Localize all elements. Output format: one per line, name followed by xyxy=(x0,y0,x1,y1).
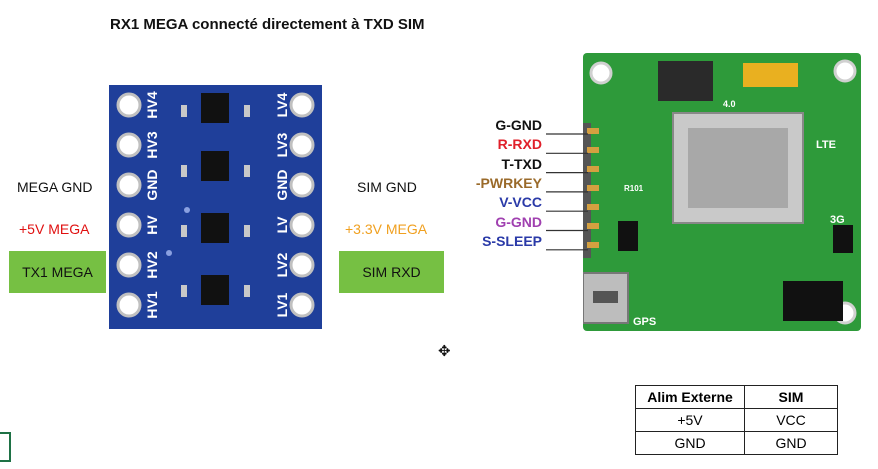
level-shifter-right-pin-5: LV1 xyxy=(274,292,290,317)
sim-pin-label: -PWRKEY xyxy=(475,174,542,191)
regulator-chip xyxy=(658,61,713,101)
gps-module xyxy=(783,281,843,321)
hole-l6 xyxy=(116,292,142,318)
r101-mark: R101 xyxy=(624,184,644,193)
hole-r2 xyxy=(289,132,315,158)
sim-board: LTE GPS 3G R101 4.0 xyxy=(583,53,861,331)
table-cell: VCC xyxy=(744,408,838,432)
gps-mark: GPS xyxy=(633,316,656,328)
sim-hole-tl xyxy=(589,61,613,85)
table-cell: GND xyxy=(744,431,838,455)
sim-hole-tr xyxy=(833,59,857,83)
table-row: GND GND xyxy=(635,431,838,455)
level-shifter-left-pin-4: HV2 xyxy=(144,251,160,278)
level-shifter-right-pin-2: GND xyxy=(274,169,290,200)
level-shifter-left-pin-0: HV4 xyxy=(144,91,160,118)
level-shifter-right-pin-1: LV3 xyxy=(274,132,290,157)
sim-pin-label: G-GND xyxy=(495,213,542,230)
sim-rxd-box: SIM RXD xyxy=(339,251,444,293)
plus5v-mega-label: +5V MEGA xyxy=(19,221,90,237)
table-header-sim: SIM xyxy=(744,385,838,409)
lte-mark: LTE xyxy=(816,139,836,151)
level-shifter-right-pin-3: LV xyxy=(274,216,290,234)
mosfet-4 xyxy=(201,275,229,305)
level-shifter-left-pin-2: GND xyxy=(144,169,160,200)
hole-r3 xyxy=(289,172,315,198)
sim-pin-label: T-TXD xyxy=(501,155,542,172)
hole-l5 xyxy=(116,252,142,278)
capacitor xyxy=(743,63,798,87)
plus33v-mega-label: +3.3V MEGA xyxy=(345,221,428,237)
sim-gnd-label: SIM GND xyxy=(357,179,417,195)
sim-pin-label: G-GND xyxy=(495,117,542,133)
hole-r4 xyxy=(289,212,315,238)
power-table: Alim Externe SIM +5V VCC GND GND xyxy=(635,385,838,455)
level-shifter-right-pin-4: LV2 xyxy=(274,252,290,277)
3g-mark: 3G xyxy=(830,214,845,226)
selected-cell-indicator[interactable] xyxy=(0,432,11,462)
table-cell: GND xyxy=(635,431,745,455)
mosfet-1 xyxy=(201,93,229,123)
sim-pin-label: V-VCC xyxy=(499,194,542,211)
sim-pin-label: S-SLEEP xyxy=(482,232,542,249)
table-row: +5V VCC xyxy=(635,408,838,432)
hole-r1 xyxy=(289,92,315,118)
tx1-mega-box: TX1 MEGA xyxy=(9,251,106,293)
lte-chip xyxy=(833,225,853,253)
level-shifter-left-pin-5: HV1 xyxy=(144,291,160,318)
hole-l2 xyxy=(116,132,142,158)
sim-socket-inner xyxy=(688,128,788,208)
tx1-mega-label: TX1 MEGA xyxy=(22,264,93,280)
hole-l3 xyxy=(116,172,142,198)
level-shifter-right-pin-0: LV4 xyxy=(274,92,290,117)
sim-rxd-label: SIM RXD xyxy=(362,264,421,280)
sim-pin-label: R-RXD xyxy=(497,136,542,153)
hole-r5 xyxy=(289,252,315,278)
mosfet-3 xyxy=(201,213,229,243)
small-chip xyxy=(618,221,638,251)
mosfet-2 xyxy=(201,151,229,181)
level-shifter-left-pin-1: HV3 xyxy=(144,131,160,158)
sim-pin-leaders xyxy=(546,133,588,251)
hole-l1 xyxy=(116,92,142,118)
move-cursor-icon: ✥ xyxy=(438,343,451,360)
hole-r6 xyxy=(289,292,315,318)
mega-gnd-label: MEGA GND xyxy=(17,179,93,195)
level-shifter-left-pin-3: HV xyxy=(144,215,160,235)
v40-mark: 4.0 xyxy=(723,99,736,109)
table-header-alim: Alim Externe xyxy=(635,385,745,409)
hole-l4 xyxy=(116,212,142,238)
diagram-title: RX1 MEGA connecté directement à TXD SIM xyxy=(110,16,425,33)
table-cell: +5V xyxy=(635,408,745,432)
